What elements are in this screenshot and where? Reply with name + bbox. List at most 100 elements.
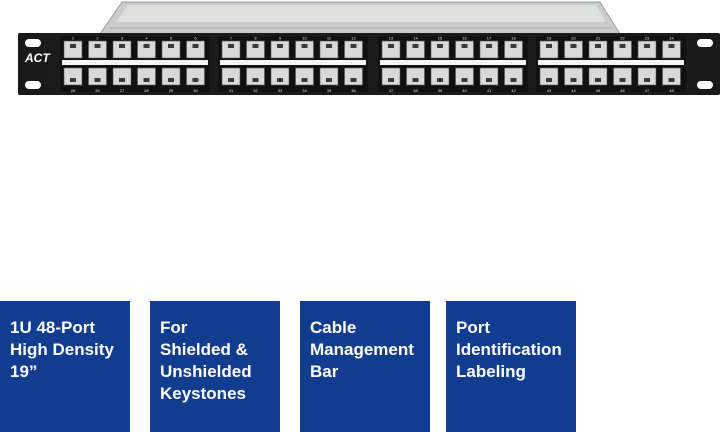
keystone-latch — [301, 44, 308, 48]
port-number: 4 — [145, 36, 148, 41]
keystone-port — [221, 67, 241, 86]
port-number: 25 — [71, 88, 76, 93]
keystone-latch — [412, 44, 419, 48]
keystone-port — [88, 40, 107, 59]
cable-management-tray — [99, 1, 621, 35]
keystone-latch — [510, 78, 517, 82]
keystone-port — [137, 67, 156, 86]
port-number: 17 — [487, 36, 492, 41]
keystone-port — [344, 67, 363, 86]
patch-panel-image: ACT 125226327428529630731832933103411351… — [18, 1, 720, 95]
keystone-latch — [277, 44, 283, 48]
port-number: 7 — [230, 36, 233, 41]
port-number: 34 — [302, 88, 307, 93]
keystone-port — [319, 67, 339, 86]
keystone-latch — [570, 44, 577, 48]
keystone-latch — [388, 44, 394, 48]
keystone-port — [588, 67, 608, 86]
keystone-port — [186, 40, 205, 59]
keystone-port — [246, 67, 265, 86]
keystone-port — [381, 40, 401, 59]
keystone-port — [662, 40, 681, 59]
keystone-latch — [168, 44, 174, 48]
keystone-latch — [486, 78, 492, 82]
port-number: 8 — [254, 36, 257, 41]
port-number: 40 — [462, 88, 467, 93]
keystone-port — [270, 67, 290, 86]
label-strip — [220, 60, 366, 65]
keystone-latch — [461, 78, 468, 82]
keystone-latch — [412, 78, 419, 82]
keystone-latch — [644, 78, 650, 82]
keystone-port — [479, 67, 499, 86]
port-number: 38 — [413, 88, 418, 93]
port-number: 32 — [253, 88, 258, 93]
keystone-port — [88, 67, 107, 86]
keystone-port — [662, 67, 681, 86]
feature-line: Identification — [456, 340, 562, 359]
keystone-port — [504, 40, 523, 59]
keystone-latch — [486, 44, 492, 48]
port-number: 26 — [95, 88, 100, 93]
keystone-port — [246, 40, 265, 59]
keystone-port — [63, 67, 83, 86]
keystone-latch — [252, 44, 259, 48]
keystone-latch — [326, 44, 332, 48]
keystone-latch — [94, 78, 101, 82]
keystone-latch — [192, 78, 199, 82]
port-number: 18 — [511, 36, 516, 41]
keystone-port — [161, 40, 181, 59]
port-number: 24 — [669, 36, 674, 41]
port-number: 16 — [462, 36, 467, 41]
keystone-port — [564, 67, 583, 86]
port-number: 19 — [547, 36, 552, 41]
keystone-latch — [119, 78, 125, 82]
feature-line: Unshielded — [160, 362, 252, 381]
keystone-latch — [350, 44, 357, 48]
port-number: 15 — [438, 36, 443, 41]
keystone-port — [221, 40, 241, 59]
keystone-port — [406, 40, 425, 59]
feature-tile-labeling: Port Identification Labeling — [446, 301, 576, 432]
keystone-latch — [546, 44, 552, 48]
keystone-port — [137, 40, 156, 59]
feature-line: Management — [310, 340, 414, 359]
keystone-latch — [668, 44, 675, 48]
keystone-latch — [668, 78, 675, 82]
keystone-latch — [70, 44, 76, 48]
port-number: 37 — [389, 88, 394, 93]
keystone-latch — [119, 44, 125, 48]
port-number: 43 — [547, 88, 552, 93]
keystone-latch — [619, 44, 626, 48]
port-number: 44 — [571, 88, 576, 93]
port-number: 47 — [645, 88, 650, 93]
port-number: 41 — [487, 88, 492, 93]
keystone-port — [381, 67, 401, 86]
port-number: 21 — [596, 36, 601, 41]
feature-line: Port — [456, 318, 490, 337]
keystone-latch — [326, 78, 332, 82]
feature-tile-48-port: 1U 48-Port High Density 19” — [0, 301, 130, 432]
port-number: 42 — [511, 88, 516, 93]
keystone-latch — [437, 78, 443, 82]
port-number: 10 — [302, 36, 307, 41]
port-number: 20 — [571, 36, 576, 41]
keystone-latch — [301, 78, 308, 82]
keystone-latch — [228, 44, 234, 48]
left-rack-ear — [18, 33, 54, 95]
keystone-latch — [437, 44, 443, 48]
keystone-latch — [644, 44, 650, 48]
keystone-port — [504, 67, 523, 86]
keystone-port — [455, 40, 474, 59]
feature-line: Shielded & — [160, 340, 248, 359]
keystone-port — [455, 67, 474, 86]
brand-logo: ACT — [24, 51, 51, 65]
keystone-latch — [595, 78, 601, 82]
keystone-latch — [70, 78, 76, 82]
keystone-port — [186, 67, 205, 86]
port-number: 35 — [327, 88, 332, 93]
keystone-port — [637, 40, 657, 59]
feature-line: Labeling — [456, 362, 526, 381]
keystone-latch — [143, 78, 150, 82]
keystone-latch — [461, 44, 468, 48]
